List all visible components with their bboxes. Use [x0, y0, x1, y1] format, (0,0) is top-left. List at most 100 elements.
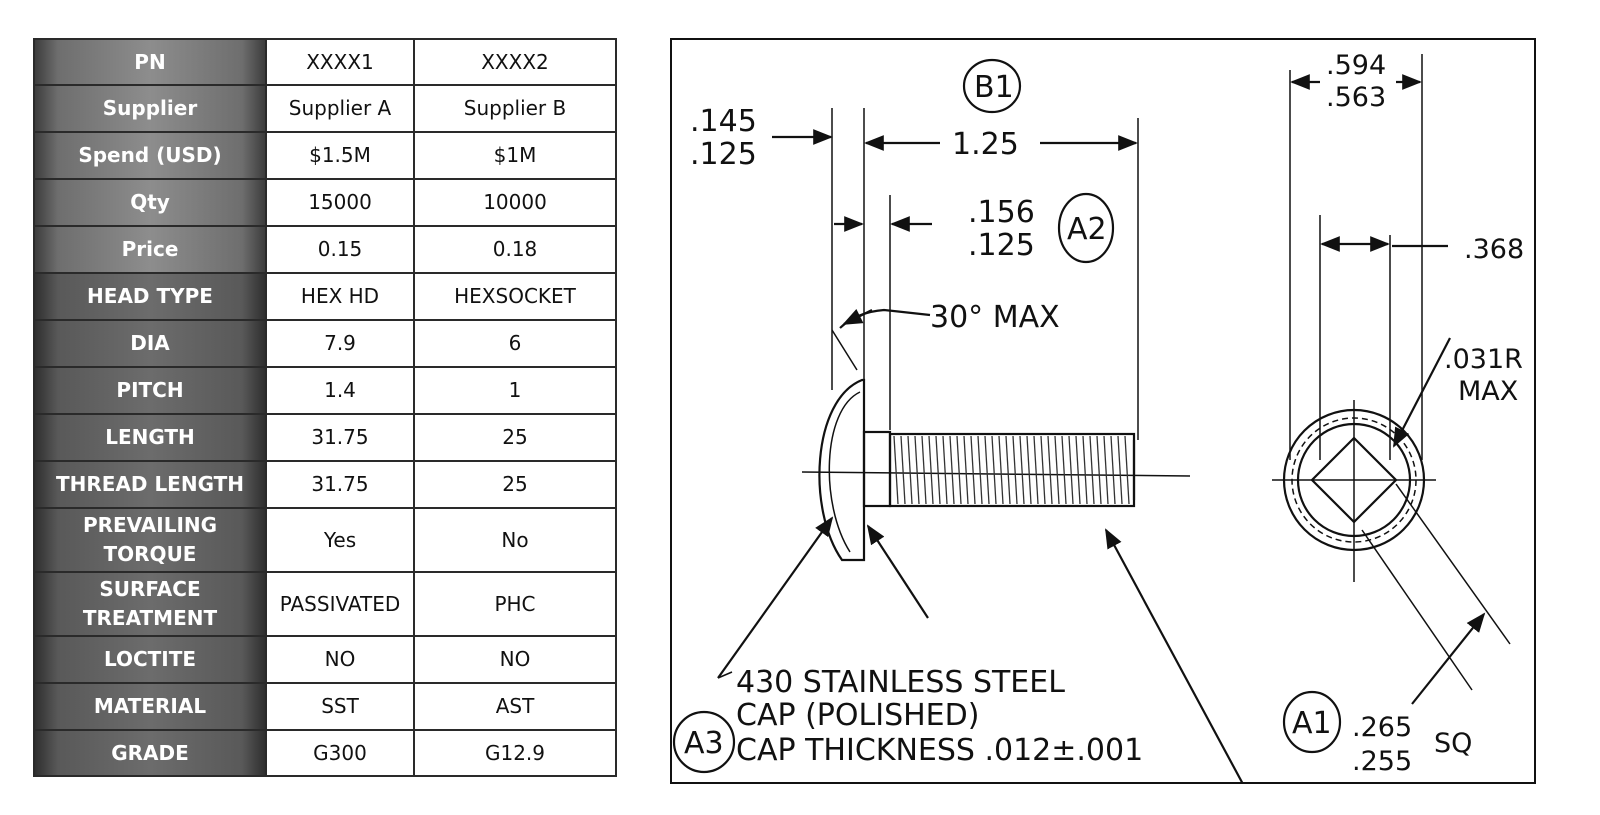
thread-line — [1005, 435, 1011, 505]
dim-angle-value: 30° MAX — [930, 300, 1060, 335]
cell-xxxx2: NO — [413, 635, 617, 684]
cell-xxxx1: 31.75 — [265, 413, 415, 462]
cell-xxxx1: SST — [265, 682, 415, 731]
row-label: Spend (USD) — [33, 131, 267, 180]
thread-line — [963, 435, 969, 505]
dim-square-lower: .255 — [1352, 746, 1412, 777]
cell-xxxx2: G12.9 — [413, 729, 617, 777]
cell-xxxx1: 7.9 — [265, 319, 415, 368]
side-leaders — [717, 516, 1244, 782]
row-label: Qty — [33, 178, 267, 227]
cell-xxxx1: XXXX1 — [265, 38, 415, 86]
thread-line — [1047, 435, 1053, 505]
thread-line — [970, 435, 976, 505]
callout-a2: A2 — [1057, 192, 1115, 264]
row-label: THREAD LENGTH — [33, 460, 267, 509]
thread-line — [998, 435, 1004, 505]
end-extension-lines — [1289, 54, 1423, 460]
cell-xxxx1: $1.5M — [265, 131, 415, 180]
callout-a2-label: A2 — [1067, 212, 1107, 247]
dim-radius-line1: .031R — [1444, 344, 1523, 375]
thread-line — [1040, 435, 1046, 505]
thread-line — [900, 435, 906, 505]
cell-xxxx1: 31.75 — [265, 460, 415, 509]
thread-line — [928, 435, 934, 505]
thread-line — [1089, 435, 1095, 505]
dim-square-upper: .265 — [1352, 712, 1412, 743]
thread-line — [1033, 435, 1039, 505]
thread-line — [956, 435, 962, 505]
row-label: LOCTITE — [33, 635, 267, 684]
cell-xxxx1: 15000 — [265, 178, 415, 227]
row-label: MATERIAL — [33, 682, 267, 731]
dim-width-upper: .594 — [1326, 50, 1386, 81]
thread-line — [1012, 435, 1018, 505]
note-cap-thickness: CAP THICKNESS .012±.001 — [736, 733, 1143, 768]
row-label: Supplier — [33, 84, 267, 133]
cell-xxxx2: 10000 — [413, 178, 617, 227]
row-label: PREVAILING TORQUE — [33, 507, 267, 573]
thread-line — [1068, 435, 1074, 505]
cell-xxxx1: G300 — [265, 729, 415, 777]
cell-xxxx1: Supplier A — [265, 84, 415, 133]
callout-b1: B1 — [962, 58, 1022, 114]
dim-socket-value: .368 — [1464, 234, 1524, 265]
cell-xxxx1: PASSIVATED — [265, 571, 415, 637]
callout-a3: A3 — [672, 710, 736, 774]
thread-line — [935, 435, 941, 505]
thread-line — [1082, 435, 1088, 505]
cell-xxxx2: 25 — [413, 460, 617, 509]
dim-length: 1.25 — [864, 127, 1138, 162]
cell-xxxx2: $1M — [413, 131, 617, 180]
thread-line — [893, 435, 899, 505]
thread-line — [907, 435, 913, 505]
dim-width-lower: .563 — [1326, 82, 1386, 113]
callout-b1-label: B1 — [974, 70, 1014, 105]
thread-line — [1124, 435, 1130, 505]
dim-angle: 30° MAX — [831, 300, 1060, 371]
cell-xxxx2: 6 — [413, 319, 617, 368]
cell-xxxx2: HEXSOCKET — [413, 272, 617, 321]
dim-square-unit: SQ — [1434, 728, 1472, 759]
bolt-thread-hatching — [893, 435, 1130, 505]
thread-line — [914, 435, 920, 505]
cell-xxxx1: Yes — [265, 507, 415, 573]
thread-line — [1103, 435, 1109, 505]
dim-radius: .031R MAX — [1393, 337, 1523, 448]
thread-line — [1019, 435, 1025, 505]
callout-a1-label: A1 — [1292, 706, 1332, 741]
thread-line — [1096, 435, 1102, 505]
cell-xxxx1: 0.15 — [265, 225, 415, 274]
dim-neck-upper: .156 — [968, 195, 1035, 230]
thread-line — [1054, 435, 1060, 505]
cell-xxxx2: 25 — [413, 413, 617, 462]
cell-xxxx2: AST — [413, 682, 617, 731]
cell-xxxx2: 1 — [413, 366, 617, 415]
dim-head-upper: .145 — [690, 104, 757, 139]
cell-xxxx2: Supplier B — [413, 84, 617, 133]
row-label: PN — [33, 38, 267, 86]
thread-line — [984, 435, 990, 505]
thread-line — [1061, 435, 1067, 505]
note-material: 430 STAINLESS STEEL — [736, 665, 1065, 700]
cell-xxxx1: NO — [265, 635, 415, 684]
thread-line — [949, 435, 955, 505]
cell-xxxx2: PHC — [413, 571, 617, 637]
cell-xxxx1: 1.4 — [265, 366, 415, 415]
thread-line — [921, 435, 927, 505]
row-label: SURFACE TREATMENT — [33, 571, 267, 637]
thread-line — [942, 435, 948, 505]
row-label: PITCH — [33, 366, 267, 415]
